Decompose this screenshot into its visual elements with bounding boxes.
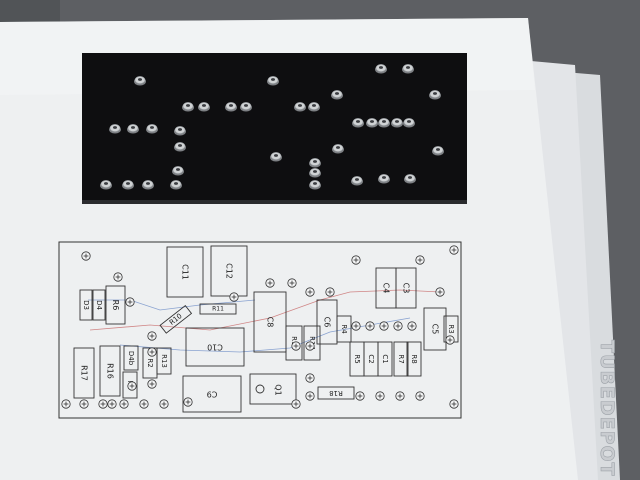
watermark-text: TUBEDEPOT <box>596 340 619 477</box>
part-body <box>185 327 245 367</box>
turret-hole <box>274 154 278 157</box>
part-body <box>123 345 139 371</box>
turret-hole <box>382 176 386 179</box>
turret-hole <box>229 104 233 107</box>
part-label: C2 <box>367 354 375 363</box>
transistor-hole <box>255 384 265 394</box>
turret-hole <box>298 104 302 107</box>
part-label: R3 <box>447 324 455 333</box>
part-body <box>105 285 126 325</box>
part-body <box>122 371 138 399</box>
part-label: C4 <box>382 283 391 294</box>
part-body <box>79 289 93 321</box>
turret-hole <box>186 104 190 107</box>
turret-hole <box>313 170 317 173</box>
turret-hole <box>174 182 178 185</box>
turret-hole <box>244 104 248 107</box>
part-label: R4 <box>340 324 348 334</box>
part-body <box>182 375 242 413</box>
part-body <box>395 267 417 309</box>
turret-hole <box>178 128 182 131</box>
turret-hole <box>355 178 359 181</box>
turret-board-edge <box>82 200 467 204</box>
part-body <box>423 307 447 351</box>
part-label: C11 <box>181 264 190 280</box>
part-body <box>166 246 204 298</box>
part-label: C12 <box>225 263 234 279</box>
part-label: R17 <box>80 365 89 381</box>
part-body <box>159 304 193 334</box>
part-label: R5 <box>353 354 361 363</box>
turret-hole <box>395 120 399 123</box>
turret-hole <box>370 120 374 123</box>
turret-hole <box>312 104 316 107</box>
parts: R6D3D4R17R16D4bR9R2R13R11R15R14R4R18R5R7… <box>73 245 459 413</box>
part-body <box>303 325 321 361</box>
layout-outline <box>58 241 462 419</box>
turret-hole <box>406 66 410 69</box>
pads <box>61 245 459 409</box>
turret-hole <box>336 146 340 149</box>
part-label: R2 <box>146 358 154 367</box>
turret-hole <box>113 126 117 129</box>
turret-group <box>100 64 444 190</box>
part-body <box>393 341 409 377</box>
part-body <box>317 386 355 400</box>
turret-hole <box>382 120 386 123</box>
turret-hole <box>176 168 180 171</box>
turret-hole <box>407 120 411 123</box>
part-label: R8 <box>410 354 418 363</box>
turret-hole <box>202 104 206 107</box>
turret-hole <box>131 126 135 129</box>
part-diagonal: R10 <box>159 304 193 334</box>
transistor-label: Q1 <box>274 384 283 395</box>
part-body <box>377 341 393 377</box>
part-label: D4b <box>127 351 135 366</box>
part-body <box>253 291 287 353</box>
part-label: D3 <box>82 300 90 310</box>
part-label: R16 <box>106 363 115 379</box>
trace-line <box>88 299 256 311</box>
turret-hole <box>150 126 154 129</box>
layout-print: R6D3D4R17R16D4bR9R2R13R11R15R14R4R18R5R7… <box>58 241 462 419</box>
turret-hole <box>335 92 339 95</box>
turret-hole <box>178 144 182 147</box>
part-label: C10 <box>207 343 223 352</box>
part-label: R6 <box>111 300 120 311</box>
transistor-body <box>249 373 297 405</box>
part-label: C1 <box>381 354 389 363</box>
part-label: C6 <box>323 317 332 328</box>
turret-hole <box>126 182 130 185</box>
turret-hole <box>313 160 317 163</box>
turret-hole <box>436 148 440 151</box>
turret-hole <box>408 176 412 179</box>
turret-hole <box>379 66 383 69</box>
turret-hole <box>313 182 317 185</box>
part-body <box>406 341 422 377</box>
part-body <box>92 289 106 321</box>
part-label: C8 <box>266 317 275 328</box>
turret-hole <box>433 92 437 95</box>
part-label: C3 <box>402 283 411 294</box>
part-body <box>73 347 95 399</box>
part-label: C5 <box>431 324 440 335</box>
part-label: R13 <box>160 354 168 368</box>
turret-hole <box>104 182 108 185</box>
part-label: D4 <box>95 300 103 310</box>
part-body <box>210 245 248 297</box>
part-label: R18 <box>329 389 343 397</box>
part-label: C9 <box>207 390 218 399</box>
part-body <box>156 347 172 375</box>
turret-hole <box>138 78 142 81</box>
part-label: R7 <box>397 354 405 363</box>
part-body <box>199 303 237 315</box>
part-body <box>316 299 338 345</box>
turret-hole <box>271 78 275 81</box>
part-label: R11 <box>212 306 224 313</box>
part-body <box>99 345 121 397</box>
turret-hole <box>146 182 150 185</box>
turret-hole <box>356 120 360 123</box>
